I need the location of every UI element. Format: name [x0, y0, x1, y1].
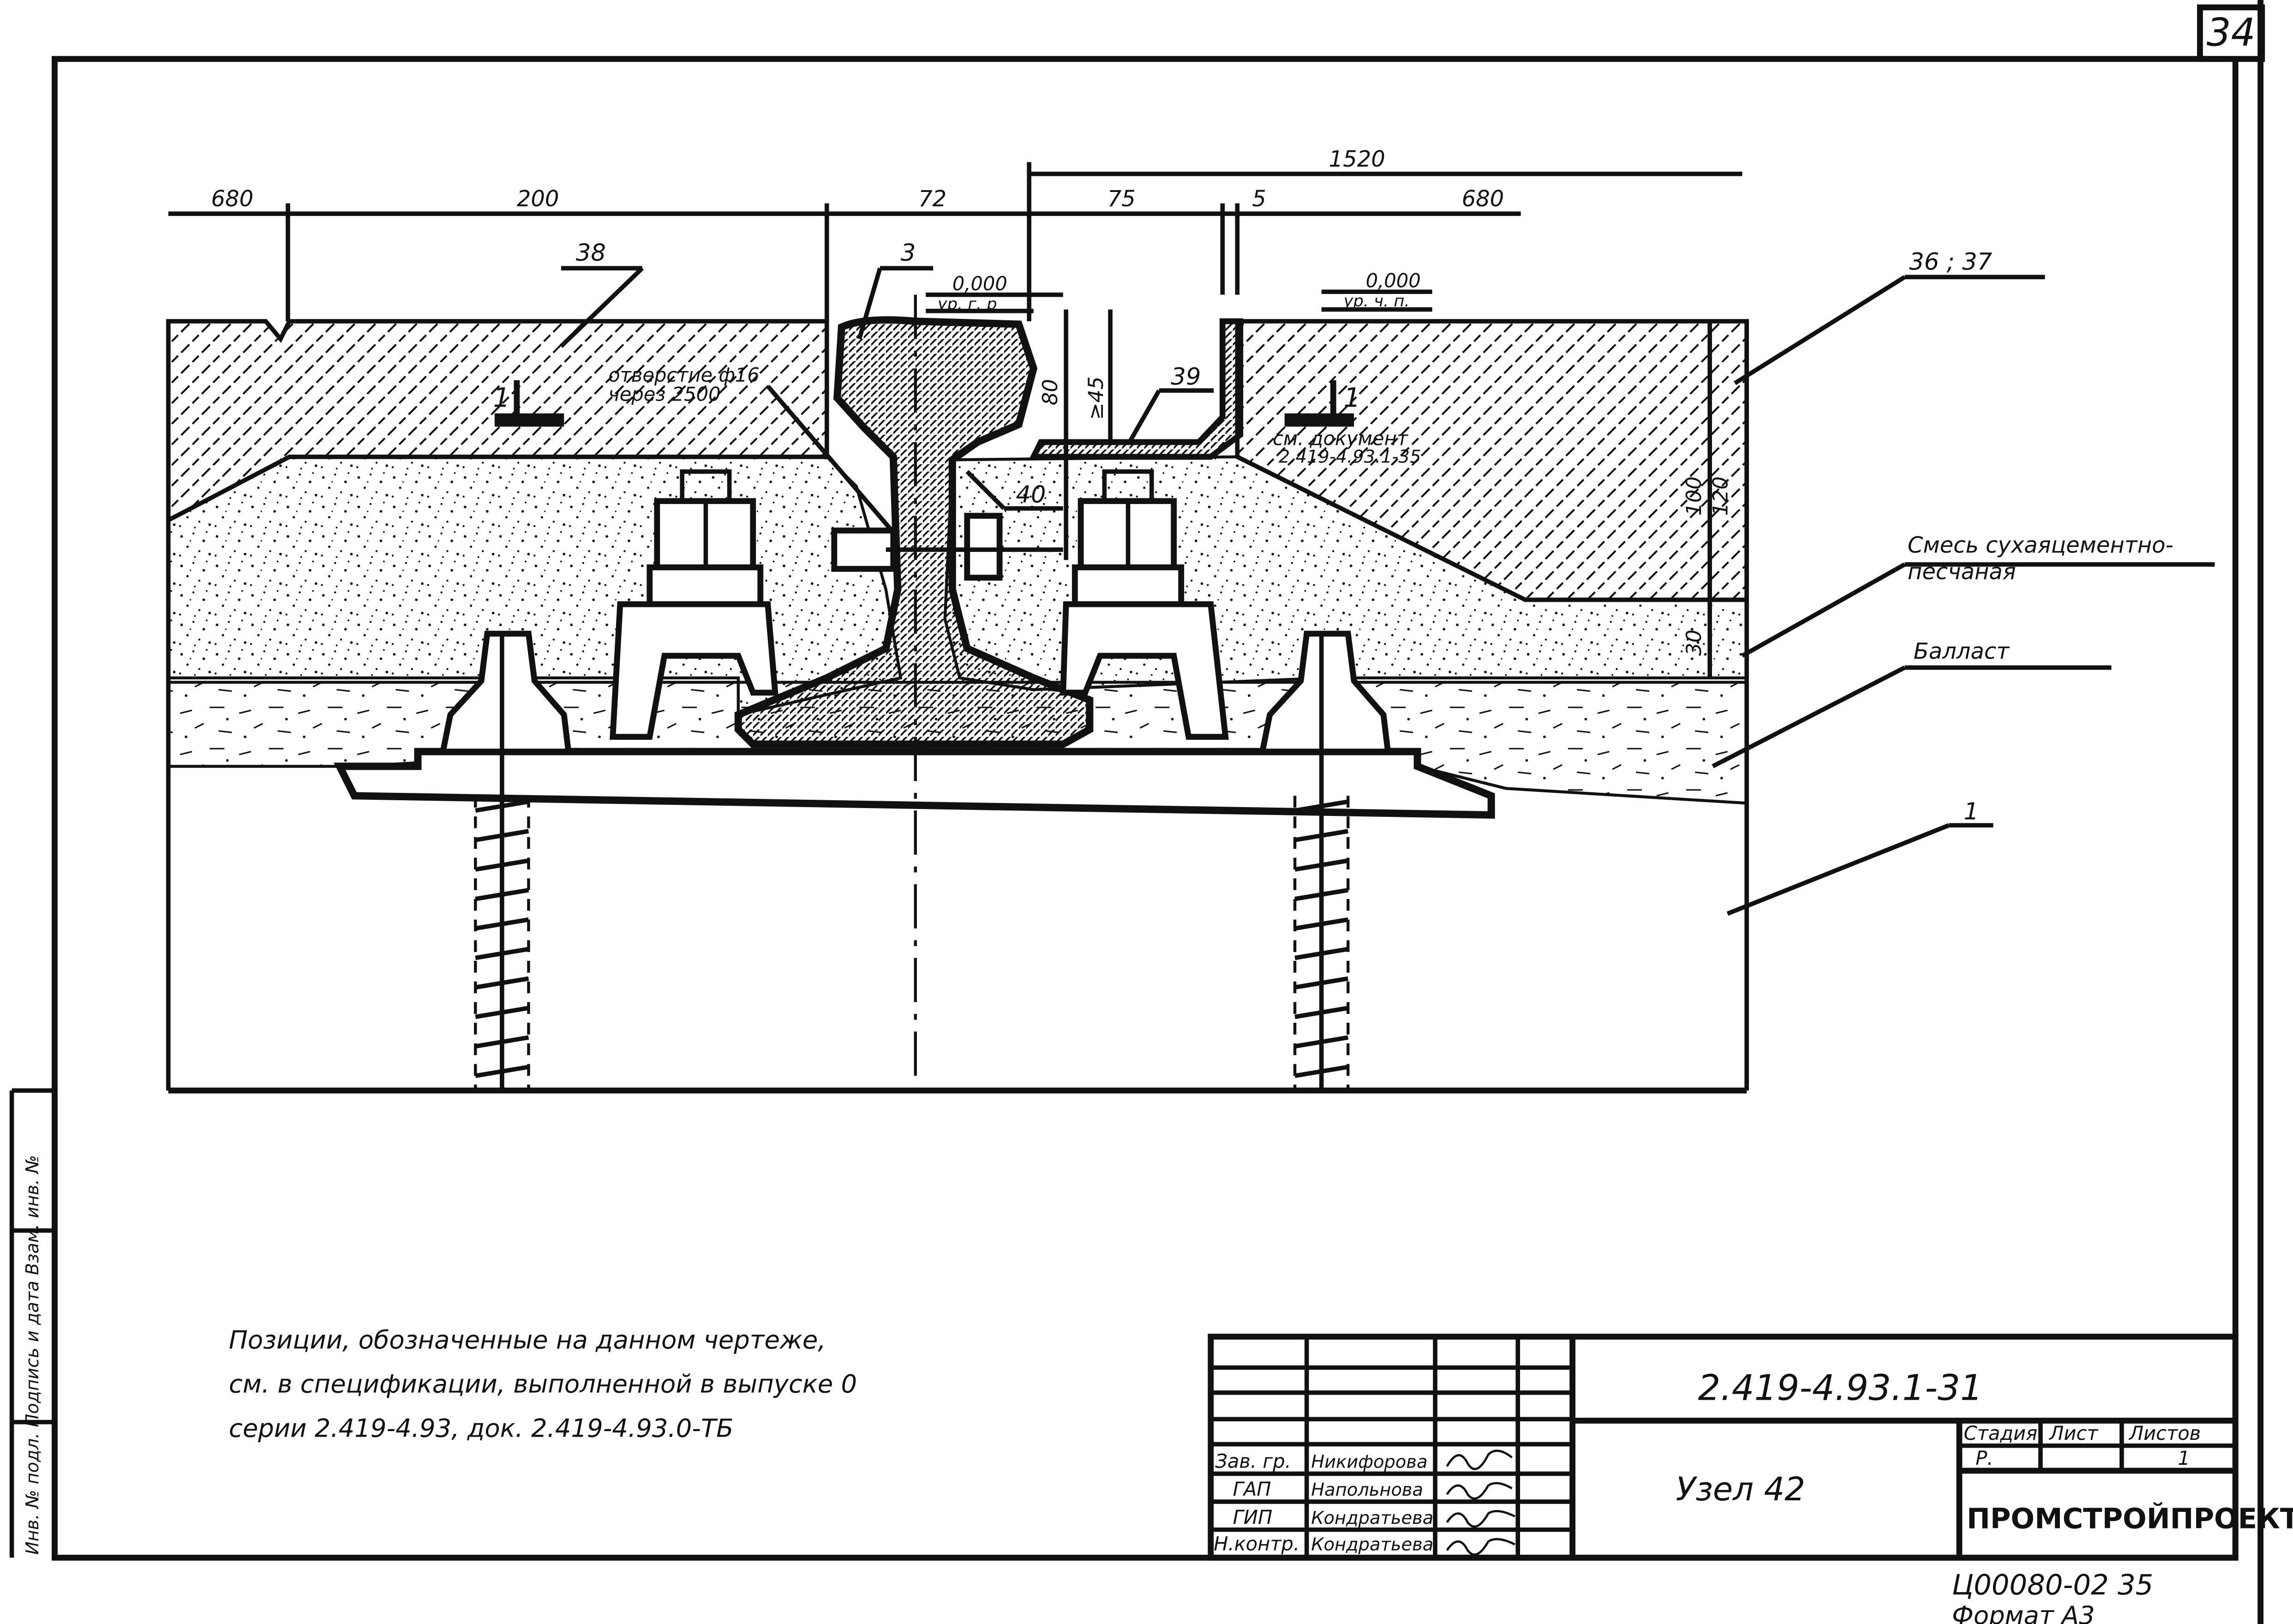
sig-name-2: Кондратьева — [1311, 1508, 1433, 1528]
see-doc-line2: 2.419-4.93.1-35 — [1279, 447, 1421, 467]
sheets-label: Листов — [2128, 1422, 2201, 1444]
legend-mix-line2: песчаная — [1908, 559, 2016, 585]
hole-note-line2: через 2500 — [608, 383, 720, 406]
dim-1520: 1520 — [1329, 147, 1385, 172]
general-note-line1: Позиции, обозначенные на данном чертеже, — [229, 1325, 826, 1354]
sheet-frame — [51, 56, 2239, 1561]
left-clamp — [610, 469, 778, 740]
callout-1: 1 — [1964, 798, 1979, 826]
level-right-value: 0,000 — [1366, 270, 1421, 292]
legend-mix-line1: Смесь сухаяцементно- — [1908, 533, 2173, 558]
hole-note-leader — [766, 384, 894, 532]
drawing-title: Узел 42 — [1676, 1470, 1806, 1508]
see-doc-line1: см. документ — [1273, 427, 1409, 449]
callout-36-37: 36 ; 37 — [1909, 248, 1992, 276]
general-note-line2: см. в спецификации, выполненной в выпуск… — [229, 1370, 857, 1399]
angle-39 — [1029, 318, 1244, 460]
callout-36-leader — [1733, 275, 1906, 385]
callout-39: 39 — [1171, 363, 1201, 390]
level-left-label: ур. г. р — [937, 295, 997, 314]
callout-40-leader — [965, 470, 1006, 510]
hole-note-line1: отверстие ф16 — [608, 364, 760, 386]
callout-40: 40 — [1016, 481, 1046, 509]
base-plate — [333, 748, 1495, 819]
sig-name-3: Кондратьева — [1311, 1534, 1433, 1555]
sig-role-1: ГАП — [1233, 1478, 1271, 1500]
organization: ПРОМСТРОЙПРОЕКТ — [1967, 1502, 2293, 1535]
sheet-number-box — [2197, 4, 2265, 62]
dim-30: 30 — [1682, 629, 1706, 656]
callout-3-leader — [857, 267, 882, 340]
dim-100: 100 — [1682, 476, 1706, 515]
sig-name-1: Напольнова — [1311, 1480, 1423, 1500]
right-clamp — [1060, 469, 1229, 740]
dim-200: 200 — [517, 186, 559, 212]
sig-name-0: Никифорова — [1311, 1452, 1427, 1473]
dim-45: ≥45 — [1084, 377, 1108, 420]
callout-38: 38 — [576, 240, 606, 267]
section-right: 1 — [1344, 382, 1361, 413]
signature-scribbles — [1446, 1450, 1515, 1556]
anchor-left — [439, 630, 572, 1091]
mix-leader — [1741, 562, 1906, 658]
anchor-right — [1258, 630, 1391, 1091]
level-left-value: 0,000 — [952, 272, 1007, 295]
level-right-label: ур. ч. п. — [1343, 292, 1410, 311]
footer-format: Формат А3 — [1952, 1601, 2095, 1624]
callout-39-leader — [1127, 389, 1161, 443]
stage-label: Стадия — [1964, 1422, 2037, 1444]
dim-72: 72 — [918, 186, 946, 212]
callout-3: 3 — [901, 240, 916, 267]
side-stamp-text: Инв. № подл. Подпись и дата Взам. инв. № — [22, 1155, 43, 1555]
legend-ballast: Балласт — [1914, 639, 2010, 664]
dim-680-right: 680 — [1462, 186, 1504, 212]
dim-75: 75 — [1108, 186, 1136, 212]
sheet-label: Лист — [2048, 1422, 2099, 1444]
section-left: 1 — [493, 382, 510, 413]
callout-1-leader — [1726, 823, 1950, 916]
web-bolt — [831, 513, 1063, 581]
sheet-number: 34 — [2207, 10, 2256, 55]
sheets-value: 1 — [2178, 1447, 2190, 1469]
sig-role-3: Н.контр. — [1214, 1532, 1299, 1555]
dim-80: 80 — [1038, 379, 1062, 405]
doc-number: 2.419-4.93.1-31 — [1698, 1368, 1983, 1409]
footer-code: Ц00080-02 35 — [1952, 1569, 2153, 1601]
general-note-line3: серии 2.419-4.93, док. 2.419-4.93.0-ТБ — [229, 1414, 734, 1443]
ballast-leader — [1712, 665, 1906, 768]
sig-role-2: ГИП — [1233, 1506, 1273, 1528]
callout-38-leader — [559, 266, 644, 348]
dim-5: 5 — [1252, 186, 1266, 212]
stage-value: Р. — [1976, 1447, 1993, 1469]
title-block — [1208, 1333, 2239, 1561]
dim-680-left: 680 — [211, 186, 254, 212]
dim-120: 120 — [1708, 476, 1733, 515]
sig-role-0: Зав. гр. — [1215, 1450, 1291, 1473]
